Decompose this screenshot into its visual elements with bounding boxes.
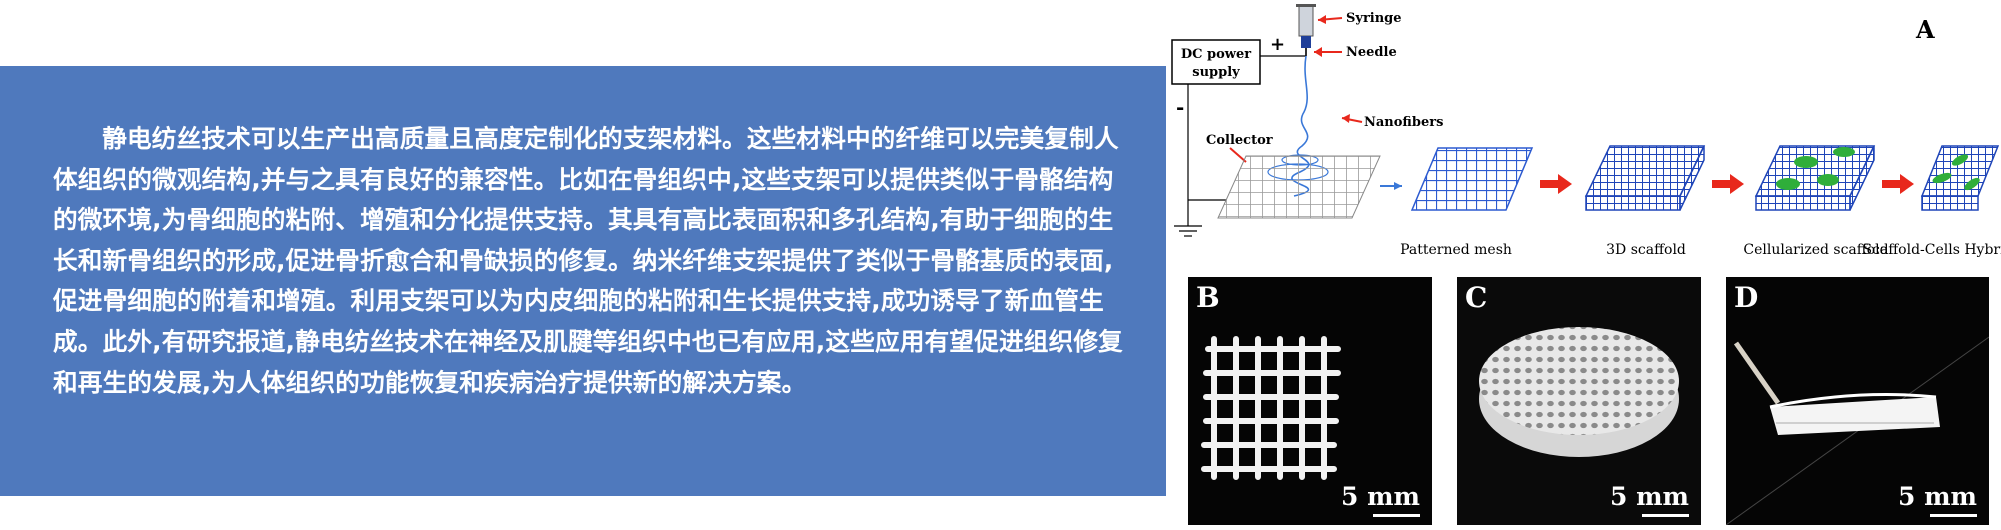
- scale-bar: [1929, 514, 1977, 517]
- text-panel: 静电纺丝技术可以生产出高质量且高度定制化的支架材料。这些材料中的纤维可以完美复制…: [0, 66, 1166, 496]
- panel-c-scale-label: 5 mm: [1610, 482, 1689, 517]
- stage-scaffold-cells-hybrid: Scaffold-Cells Hybrid: [1862, 242, 2001, 258]
- scaffold-cells-hybrid: [1920, 145, 2000, 211]
- scaffold-3d: [1584, 145, 1706, 211]
- dc-power-line1: DC power: [1181, 47, 1251, 62]
- figure-panel-b: B 5 mm: [1188, 277, 1432, 525]
- collector-label: Collector: [1206, 133, 1273, 148]
- panel-b-scale-label: 5 mm: [1341, 482, 1420, 517]
- plus-sign: +: [1270, 34, 1285, 55]
- flat-mesh-photo: [1201, 336, 1341, 480]
- patterned-mesh: [1410, 147, 1534, 211]
- stage-3d-scaffold: 3D scaffold: [1606, 242, 1686, 258]
- panel-d-scale-label: 5 mm: [1898, 482, 1977, 517]
- dc-power-box: [1171, 39, 1261, 85]
- scaffold-cellularized: [1754, 145, 1876, 211]
- stage-patterned-mesh: Patterned mesh: [1400, 242, 1512, 258]
- dc-power-line2: supply: [1192, 65, 1240, 80]
- body-paragraph: 静电纺丝技术可以生产出高质量且高度定制化的支架材料。这些材料中的纤维可以完美复制…: [53, 124, 1123, 397]
- panel-d-letter: D: [1734, 281, 1759, 314]
- disc-scaffold-photo: [1479, 327, 1679, 457]
- panel-a-letter: A: [1915, 15, 1935, 44]
- panel-c-letter: C: [1465, 281, 1488, 314]
- figure-panel-c: C 5 mm: [1457, 277, 1701, 525]
- scale-bar: [1641, 514, 1689, 517]
- needle-label: Needle: [1346, 45, 1397, 60]
- syringe-icon: [1296, 4, 1316, 56]
- figure-panel-d: D 5 mm: [1726, 277, 1989, 525]
- ground-icon: [1174, 225, 1202, 237]
- panel-b-letter: B: [1196, 281, 1220, 314]
- stage-cellularized-scaffold: Cellularized scaffold: [1743, 242, 1888, 258]
- tweezers-scaffold-photo: [1726, 336, 1989, 525]
- nanofibers-label: Nanofibers: [1364, 115, 1443, 130]
- syringe-label: Syringe: [1346, 11, 1402, 26]
- collector-mesh: [1217, 155, 1381, 219]
- scale-bar: [1372, 514, 1420, 517]
- minus-sign: -: [1176, 95, 1184, 119]
- figure-panel-a: A Syringe Needle DC power supply + - Nan…: [1171, 4, 2001, 258]
